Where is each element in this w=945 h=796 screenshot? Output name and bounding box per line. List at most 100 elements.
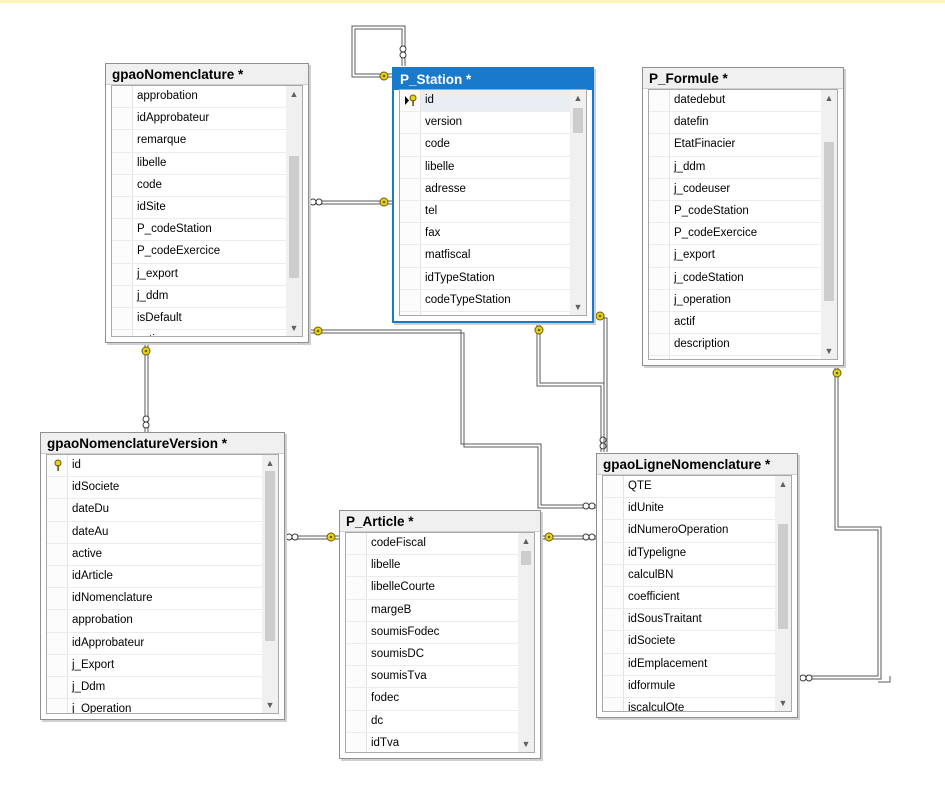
row-selector[interactable] — [649, 200, 670, 223]
column-row[interactable]: idTva — [346, 732, 518, 752]
column-row[interactable]: idSousTraitant — [603, 609, 775, 632]
row-selector[interactable] — [346, 688, 367, 710]
table-title[interactable]: P_Formule * — [643, 68, 843, 89]
row-selector[interactable] — [47, 521, 68, 543]
vertical-scrollbar[interactable]: ▲ ▼ — [775, 476, 791, 711]
row-selector[interactable] — [47, 543, 68, 565]
column-row[interactable]: idArticle — [47, 565, 262, 589]
row-selector[interactable] — [47, 699, 68, 713]
vertical-scrollbar[interactable]: ▲ ▼ — [570, 90, 586, 315]
column-row[interactable]: idSociete — [47, 477, 262, 500]
vertical-scrollbar[interactable]: ▲ ▼ — [821, 90, 837, 359]
rel-nomenclature-station[interactable] — [307, 200, 392, 205]
column-row[interactable]: soumisTva — [346, 666, 518, 689]
row-selector[interactable] — [603, 675, 624, 697]
row-selector[interactable] — [603, 631, 624, 653]
chevron-up-icon[interactable]: ▲ — [824, 93, 834, 103]
column-row[interactable]: idApprobateur — [112, 108, 286, 131]
row-selector[interactable] — [603, 520, 624, 542]
column-row[interactable]: matfiscal — [400, 245, 570, 268]
row-selector[interactable] — [649, 356, 670, 359]
column-row[interactable]: P_codeStation — [649, 200, 821, 224]
row-selector[interactable] — [603, 476, 624, 498]
column-row[interactable]: dc — [346, 710, 518, 733]
column-row[interactable]: soumisDC — [346, 643, 518, 667]
chevron-down-icon[interactable]: ▼ — [824, 346, 834, 356]
column-row[interactable]: j_Ddm — [47, 676, 262, 700]
row-selector[interactable] — [649, 334, 670, 356]
column-row[interactable]: active — [47, 543, 262, 566]
row-selector[interactable] — [603, 586, 624, 609]
scroll-thumb[interactable] — [289, 156, 299, 278]
column-row[interactable]: datefin — [649, 112, 821, 135]
row-selector[interactable] — [603, 564, 624, 586]
column-row[interactable]: idUnite — [603, 498, 775, 521]
column-row[interactable]: idTypeStation — [400, 267, 570, 290]
row-selector[interactable] — [400, 178, 421, 200]
rel-nomenclature-version[interactable] — [144, 342, 149, 432]
row-selector[interactable] — [346, 732, 367, 752]
column-row[interactable]: coefficient — [603, 586, 775, 610]
column-row[interactable]: libelle — [112, 152, 286, 175]
column-row[interactable]: libelle — [400, 156, 570, 179]
column-row[interactable]: tel — [400, 200, 570, 224]
row-selector[interactable] — [649, 112, 670, 134]
vertical-scrollbar[interactable]: ▲ ▼ — [518, 533, 534, 752]
row-selector[interactable] — [112, 196, 133, 219]
row-selector[interactable] — [346, 621, 367, 643]
rel-station-ligne-2[interactable] — [592, 314, 608, 452]
row-selector[interactable] — [47, 588, 68, 610]
rel-formule-ligne[interactable] — [797, 364, 891, 683]
column-row[interactable]: EtatFinacier — [649, 134, 821, 157]
column-row[interactable]: datedebut — [649, 90, 821, 113]
row-selector[interactable] — [47, 654, 68, 676]
row-selector[interactable] — [112, 86, 133, 108]
row-selector[interactable] — [112, 307, 133, 330]
column-row[interactable]: idNomenclature — [47, 588, 262, 611]
chevron-down-icon[interactable]: ▼ — [521, 739, 531, 749]
column-row[interactable]: idApprobateur — [47, 632, 262, 655]
row-selector[interactable] — [47, 455, 68, 477]
row-selector[interactable] — [603, 653, 624, 675]
row-selector[interactable] — [112, 130, 133, 152]
column-row[interactable]: idSite — [112, 196, 286, 220]
column-row[interactable]: remarque — [112, 130, 286, 153]
chevron-down-icon[interactable]: ▼ — [573, 302, 583, 312]
column-row[interactable]: libelle — [346, 555, 518, 578]
column-row[interactable]: j_export — [649, 245, 821, 268]
column-row[interactable]: idNumeroOperation — [603, 520, 775, 543]
chevron-down-icon[interactable]: ▼ — [289, 323, 299, 333]
row-selector[interactable] — [400, 200, 421, 223]
column-row[interactable]: j_codeuser — [649, 178, 821, 201]
column-row[interactable]: id — [400, 90, 570, 113]
column-row[interactable]: j_ddm — [112, 285, 286, 308]
column-row[interactable]: QTE — [603, 476, 775, 499]
table-title[interactable]: gpaoNomenclature * — [106, 64, 308, 85]
column-row[interactable]: idparametre — [649, 356, 821, 359]
row-selector[interactable] — [112, 330, 133, 336]
scroll-thumb[interactable] — [573, 108, 583, 133]
column-row[interactable]: iscalculQte — [603, 697, 775, 711]
row-selector[interactable] — [346, 555, 367, 577]
row-selector[interactable] — [400, 289, 421, 311]
column-row[interactable]: libelleTypeStation — [400, 311, 570, 315]
row-selector[interactable] — [346, 710, 367, 732]
table-title[interactable]: gpaoLigneNomenclature * — [597, 454, 797, 475]
column-row[interactable]: P_codeExercice — [649, 223, 821, 246]
row-selector[interactable] — [649, 90, 670, 112]
row-selector[interactable] — [346, 599, 367, 621]
column-row[interactable]: version — [400, 112, 570, 135]
column-row[interactable]: libelleCourte — [346, 577, 518, 600]
chevron-up-icon[interactable]: ▲ — [521, 536, 531, 546]
scroll-thumb[interactable] — [824, 142, 834, 301]
row-selector[interactable] — [346, 666, 367, 688]
row-selector[interactable] — [649, 289, 670, 311]
chevron-up-icon[interactable]: ▲ — [778, 479, 788, 489]
column-row[interactable]: idSociete — [603, 631, 775, 654]
row-selector[interactable] — [112, 241, 133, 263]
row-selector[interactable] — [112, 174, 133, 196]
column-row[interactable]: soumisFodec — [346, 621, 518, 644]
row-selector[interactable] — [47, 610, 68, 632]
column-row[interactable]: description — [649, 334, 821, 357]
